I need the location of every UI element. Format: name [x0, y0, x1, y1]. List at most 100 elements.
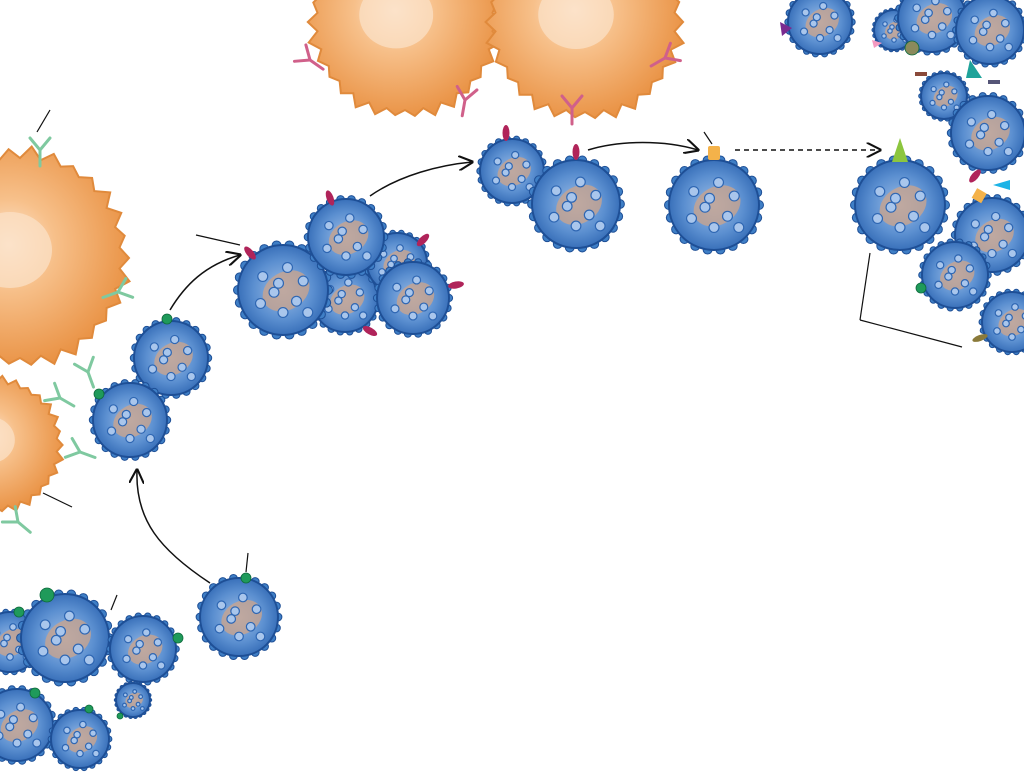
tumor-cell-surface-bump	[809, 19, 818, 28]
antibody-pink	[455, 84, 479, 118]
magenta-marker	[416, 233, 430, 247]
antibody-stem	[308, 58, 325, 71]
arrow-step-4	[587, 143, 698, 151]
antibody-stem	[16, 520, 32, 534]
tumor-cell-surface-bump	[968, 35, 978, 45]
tumor-cell-surface-bump	[234, 631, 244, 642]
tumor-cell-surface-bump	[583, 209, 595, 221]
lime-marker	[892, 138, 908, 162]
tumor-cell-surface-bump	[522, 160, 531, 169]
tumor-cell-surface-bump	[1000, 18, 1010, 28]
tumor-cell-surface-bump	[108, 404, 119, 414]
antibody-pink	[560, 94, 584, 126]
immune-cell	[0, 374, 65, 513]
tumor-cell-surface-bump	[898, 176, 911, 189]
tumor-cell-surface-bump	[72, 643, 84, 655]
tumor-cell	[952, 0, 1024, 68]
immune-cell	[306, 0, 503, 118]
tumor-cell-surface-bump	[76, 749, 84, 758]
tumor-cell-surface-bump	[121, 409, 131, 420]
tumor-cell	[918, 70, 970, 122]
magenta-marker	[244, 246, 256, 260]
tumor-cell-surface-bump	[983, 146, 993, 157]
antibody-arm	[43, 396, 62, 403]
tumor-cell-surface-bump	[1017, 325, 1024, 334]
olive-marker	[972, 334, 988, 342]
tumor-cell-surface-bump	[919, 221, 931, 234]
olive-marker	[904, 40, 920, 56]
pink-marker	[872, 40, 882, 48]
pointer-line	[195, 234, 241, 246]
tumor-cell	[476, 135, 548, 207]
antibody-arm	[28, 136, 42, 152]
tumor-cell-surface-bump	[158, 355, 169, 365]
tumor-cell-surface-bump	[881, 33, 887, 39]
tumor-cell-surface-bump	[712, 176, 725, 189]
tumor-cell-surface-bump	[122, 692, 128, 698]
antibody-stem	[101, 290, 120, 299]
tumor-cell-surface-bump	[998, 239, 1008, 249]
tumor-cell-surface-bump	[350, 303, 360, 312]
tumor-cell-surface-bump	[149, 342, 160, 352]
tumor-cell-surface-bump	[378, 268, 386, 276]
tumor-cell-surface-bump	[138, 694, 144, 700]
tumor-cell-surface-bump	[703, 192, 716, 204]
antibody-arm	[292, 58, 312, 63]
tumor-cell-surface-bump	[401, 295, 411, 305]
tumor-cell-surface-bump	[268, 286, 280, 298]
tumor-cell-surface-bump	[125, 433, 135, 444]
tumor-cell-surface-bump	[358, 311, 368, 320]
tumor-cell-surface-bump	[135, 639, 144, 649]
tumor-cell-surface-bump	[1003, 222, 1014, 233]
tumor-cell-surface-bump	[147, 364, 158, 374]
antibody-stem	[78, 450, 97, 459]
tumor-cell-surface-bump	[594, 220, 606, 232]
tumor-cell-surface-bump	[257, 270, 269, 283]
green-marker	[29, 687, 41, 699]
tumor-cell-surface-bump	[322, 243, 332, 254]
tumor-cell-surface-bump	[964, 139, 975, 149]
tumor-cell-surface-bump	[561, 200, 573, 212]
immune-cell	[484, 0, 686, 120]
antibody-arm	[116, 276, 128, 294]
tumor-cell-surface-bump	[944, 272, 953, 281]
tumor-cell-surface-bump	[566, 191, 578, 203]
antibody-arm	[72, 362, 90, 374]
tumor-cell-surface-bump	[935, 260, 945, 270]
orange-marker	[971, 188, 987, 204]
tumor-cell-surface-bump	[930, 85, 937, 93]
brown-marker	[915, 72, 927, 76]
tumor-cell-surface-bump	[61, 743, 70, 752]
tumor-cell-surface-bump	[226, 614, 237, 624]
tumor-cell-surface-bump	[987, 109, 997, 120]
tumor-cell-surface-bump	[491, 176, 501, 185]
immune-cell-nucleus	[359, 0, 434, 49]
antibody-stem	[649, 56, 667, 68]
tumor-cell-surface-bump	[59, 654, 71, 666]
tumor-cell-surface-bump	[404, 288, 414, 298]
tumor-cell-surface-bump	[874, 185, 886, 198]
tumor-cell-surface-bump	[63, 726, 71, 735]
magenta-marker	[502, 125, 510, 141]
green-marker	[915, 282, 927, 294]
tumor-cell-surface-bump	[156, 661, 166, 670]
tumor-cell-surface-bump	[337, 289, 346, 299]
tumor-cell-surface-bump	[117, 417, 128, 427]
immune-cell-nucleus	[0, 212, 52, 288]
tumor-cell-surface-bump	[889, 192, 902, 204]
tumor-cell-surface-bump	[815, 33, 825, 43]
tumor-cell-surface-bump	[122, 654, 131, 664]
tumor-cell-surface-bump	[699, 201, 711, 213]
tumor-cell-surface-bump	[392, 282, 402, 292]
tumor-cell-surface-bump	[885, 201, 897, 213]
tumor-cell-surface-bump	[982, 20, 991, 30]
tumor-cell-surface-bump	[507, 182, 517, 192]
tumor-cell-surface-bump	[970, 219, 981, 229]
tumor-cell-surface-bump	[965, 264, 975, 273]
tumor-cell-surface-bump	[341, 251, 351, 261]
tumor-cell-surface-bump	[272, 277, 285, 289]
tumor-cell	[850, 155, 950, 255]
tumor-cell-surface-bump	[136, 424, 146, 434]
tumor-cell-surface-bump	[882, 21, 888, 27]
